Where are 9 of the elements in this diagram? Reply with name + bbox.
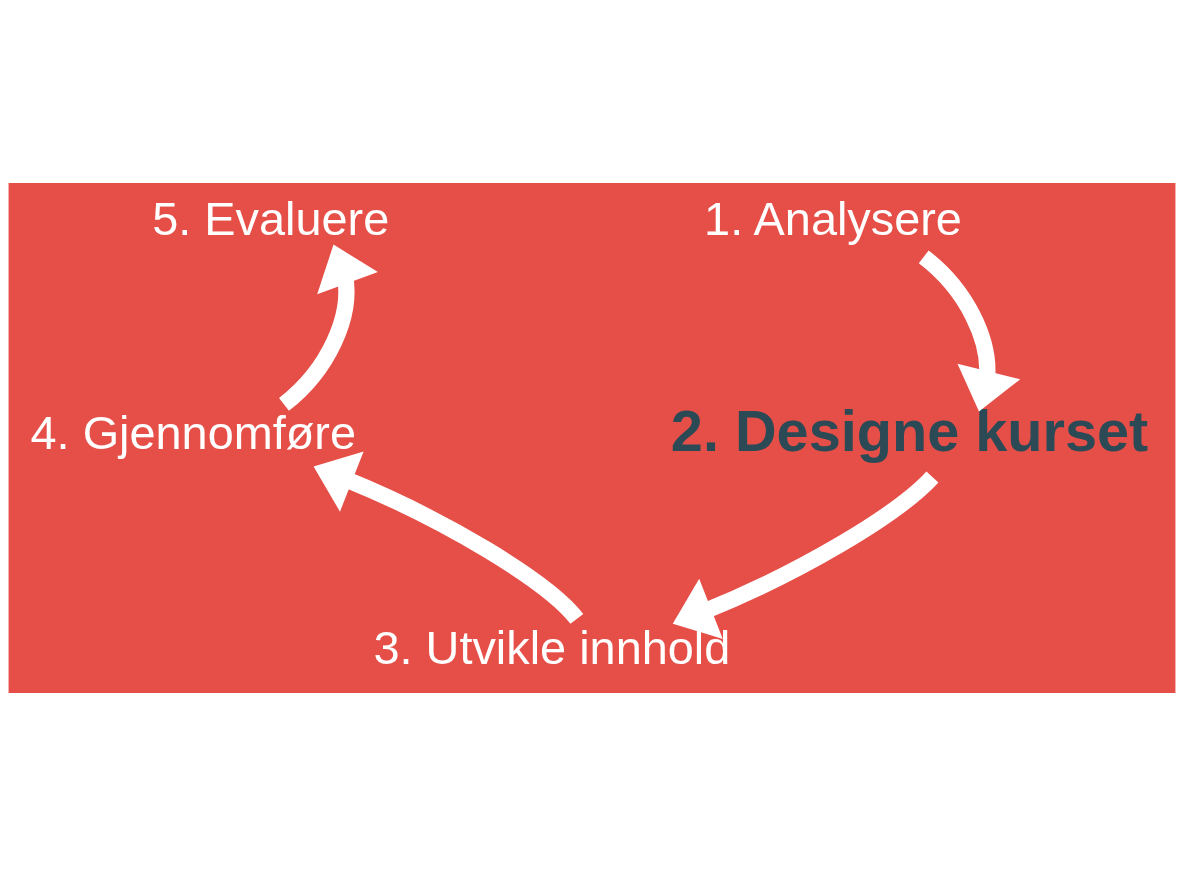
arrow bbox=[278, 244, 378, 411]
arrow bbox=[672, 471, 939, 639]
arrow bbox=[313, 451, 583, 625]
arrow bbox=[918, 250, 1021, 412]
node-text: 5. Evaluere bbox=[152, 192, 390, 245]
node-text: 4. Gjennomføre bbox=[30, 407, 356, 460]
node-text: 3. Utvikle innhold bbox=[373, 621, 731, 674]
node-text: 1. Analysere bbox=[704, 192, 962, 245]
node-text: 2. Designe kurset bbox=[670, 398, 1149, 463]
